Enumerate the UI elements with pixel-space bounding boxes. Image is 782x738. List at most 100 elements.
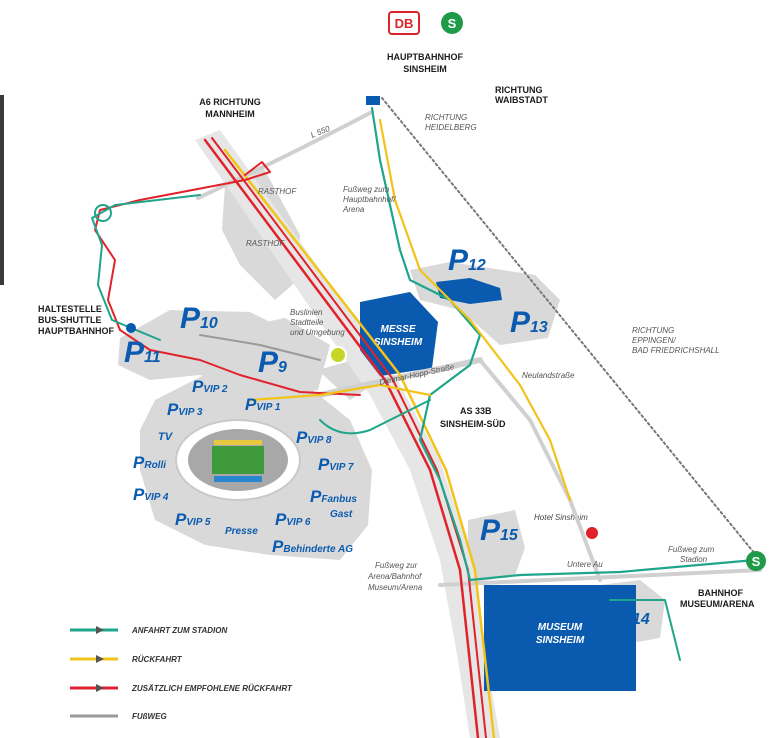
fussweg-station-1: Fußweg zum: [668, 545, 715, 554]
parking-vip4: PVIP 4: [133, 485, 169, 504]
parking-behinderte: PBehinderte AG: [272, 537, 353, 556]
stadium: [175, 419, 301, 501]
fussweg-hbf-2: Hauptbahnhof/: [343, 195, 396, 204]
buslinien-3: und Umgebung: [290, 328, 345, 337]
as33b-label-2: SINSHEIM-SÜD: [440, 419, 506, 429]
bahnhof-museum-2: MUSEUM/ARENA: [680, 599, 755, 609]
untere-au-label: Untere Au: [567, 560, 603, 569]
lane-yellow: [223, 148, 496, 738]
motorway-band: [195, 130, 500, 738]
bus-stop-marker: [329, 346, 347, 364]
stadium-stand-yellow: [214, 440, 262, 445]
route-red-loop: [94, 161, 361, 396]
parking-vip2: PVIP 2: [192, 377, 228, 396]
haltestelle-3: HAUPTBAHNHOF: [38, 326, 114, 336]
road-neuland: [478, 358, 602, 582]
parking-presse: Presse: [225, 526, 258, 537]
route-teal-east: [468, 558, 757, 582]
route-yellow-stadium: [248, 383, 432, 402]
db-logo-text: DB: [395, 16, 414, 31]
motorway-lanes: [203, 137, 496, 738]
messe-label-1: MESSE: [380, 324, 415, 335]
eppingen-label-3: BAD FRIEDRICHSHALL: [632, 346, 720, 355]
parking-fanbus: PFanbus: [310, 487, 357, 506]
eppingen-label-2: EPPINGEN/: [632, 336, 676, 345]
fussweg-station-2: Stadion: [680, 555, 708, 564]
parking-rolli: PRolli: [133, 453, 166, 472]
waibstadt-label-2: WAIBSTADT: [495, 95, 548, 105]
fussweg-hbf-1: Fußweg zum: [343, 185, 390, 194]
parking-vip8: PVIP 8: [296, 428, 332, 447]
stadium-stand-blue: [214, 476, 262, 482]
legend-label-yellow: RÜCKFAHRT: [132, 655, 183, 664]
route-teal-p14: [609, 599, 681, 661]
parking-p15: P15: [480, 514, 519, 547]
parking-vip5: PVIP 5: [175, 510, 211, 529]
parking-p14: P14: [612, 598, 650, 631]
s-logo-museum-text: S: [752, 554, 761, 569]
legend-arrow-red: [96, 684, 104, 692]
messe-label-2: SINSHEIM: [374, 337, 423, 348]
s-logo-text: S: [448, 16, 457, 31]
roundabout-west: [94, 204, 112, 222]
heidelberg-label-1: RICHTUNG: [425, 113, 467, 122]
parking-vip1: PVIP 1: [245, 395, 281, 414]
station-markers: DB S HAUPTBAHNHOF SINSHEIM S: [126, 11, 766, 571]
s-logo-museum: [746, 551, 766, 571]
messe-building: [360, 292, 438, 376]
parking-vip6: PVIP 6: [275, 510, 311, 529]
parking-p11: P11: [124, 336, 161, 369]
as33b-label-1: AS 33B: [460, 406, 492, 416]
road-l550: [196, 110, 374, 200]
left-edge-strip: [0, 95, 4, 285]
db-logo: [388, 11, 420, 35]
parking-p13: P13: [510, 306, 548, 339]
lane-red-1: [203, 138, 480, 738]
routes: [91, 106, 757, 661]
a6-label-2: MANNHEIM: [205, 109, 255, 119]
hotel-label: Hotel Sinsheim: [534, 513, 588, 522]
fussweg-arena-3: Museum/Arena: [368, 583, 423, 592]
road-untere-au: [438, 568, 762, 587]
p15-area: [468, 510, 525, 582]
p12-building: [436, 278, 502, 304]
parking-vip7: PVIP 7: [318, 455, 354, 474]
station-title-2: SINSHEIM: [403, 64, 447, 74]
museum-label-1: MUSEUM: [538, 622, 583, 633]
parking-p12: P12: [448, 244, 486, 277]
museum-building: [484, 585, 636, 691]
parking-fanbus-gast: Gast: [330, 509, 353, 520]
legend-label-teal: ANFAHRT ZUM STADION: [131, 626, 227, 635]
legend-label-grey: FUßWEG: [132, 712, 167, 721]
waibstadt-label-1: RICHTUNG: [495, 85, 543, 95]
parking-p10: P10: [180, 302, 218, 335]
legend-arrow-yellow: [96, 655, 104, 663]
legend-label-red: ZUSÄTZLICH EMPFOHLENE RÜCKFAHRT: [131, 684, 293, 693]
route-teal-north: [370, 106, 482, 582]
rasthof-label-1: RASTHOF: [258, 187, 297, 196]
station-title-1: HAUPTBAHNHOF: [387, 52, 463, 62]
parking-vip3: PVIP 3: [167, 400, 203, 419]
haltestelle-2: BUS-SHUTTLE: [38, 315, 102, 325]
route-teal-loop: [91, 194, 201, 341]
rasthof-label-2: RASTHOF: [246, 239, 285, 248]
a6-label-1: A6 RICHTUNG: [199, 97, 261, 107]
haltestelle-1: HALTESTELLE: [38, 304, 102, 314]
roundabout-as33b: [319, 399, 431, 435]
hotel-marker: [586, 527, 598, 539]
hbf-marker: [366, 96, 380, 105]
fussweg-hbf-3: Arena: [342, 205, 365, 214]
route-yellow-return: [378, 118, 572, 502]
eppingen-label-1: RICHTUNG: [632, 326, 674, 335]
neuland-label: Neulandstraße: [522, 371, 575, 380]
legend: ANFAHRT ZUM STADION RÜCKFAHRT ZUSÄTZLICH…: [70, 626, 293, 721]
parking-labels: P10 P11 P9 P12 P13 P15 P14 PVIP 2 PVIP 1…: [124, 244, 650, 631]
buslinien-1: Buslinien: [290, 308, 323, 317]
s-logo: [441, 12, 463, 34]
buslinien-2: Stadtteile: [290, 318, 324, 327]
fussweg-arena-2: Arena/Bahnhof: [367, 572, 422, 581]
footpath-grey: [199, 334, 321, 361]
bahnhof-museum-1: BAHNHOF: [698, 588, 743, 598]
parking-p9: P9: [258, 346, 287, 379]
